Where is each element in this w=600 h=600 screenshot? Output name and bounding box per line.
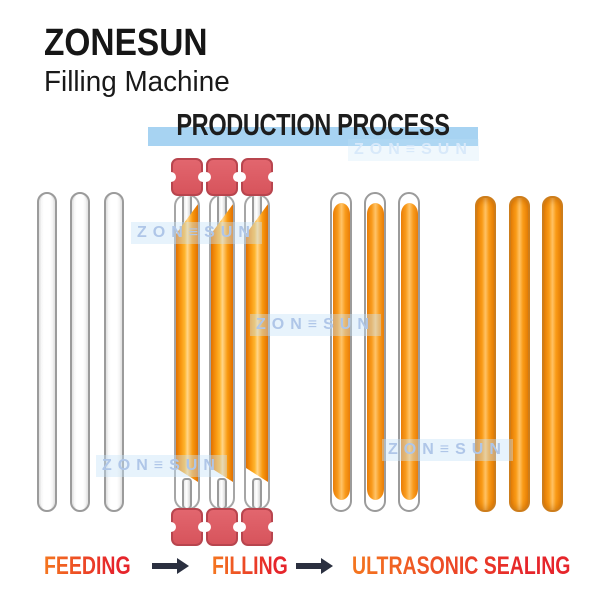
filled-tube <box>398 192 420 512</box>
tube-holder-bottom <box>166 508 208 546</box>
tube-holder-top <box>201 158 243 196</box>
filling-tube-assembly <box>236 158 278 546</box>
arrow-right-icon <box>296 558 333 574</box>
process-title: PRODUCTION PROCESS <box>176 107 450 142</box>
brand-tagline: Filling Machine <box>44 66 230 98</box>
filling-nozzle-bottom <box>182 478 192 508</box>
filling-label: FILLING <box>212 552 288 580</box>
filling-tube-assembly <box>166 158 208 546</box>
empty-tube <box>104 192 124 512</box>
zonesun-watermark: ZON≡SUN <box>96 455 227 477</box>
filled-tube <box>330 192 352 512</box>
liquid-fill <box>332 203 350 500</box>
sealed-tube <box>509 196 530 512</box>
tube-holder-bottom <box>236 508 278 546</box>
liquid-fill <box>400 203 418 500</box>
zonesun-watermark: ZON≡SUN <box>250 314 381 336</box>
filling-tube <box>174 194 200 510</box>
liquid-fill <box>246 204 268 484</box>
brand-block: ZONESUN Filling Machine <box>44 22 237 99</box>
process-steps-footer: FEEDING FILLING ULTRASONIC SEALING <box>0 552 600 588</box>
process-header: PRODUCTION PROCESS <box>148 102 478 146</box>
zonesun-watermark: ZON≡SUN <box>348 139 479 161</box>
zonesun-watermark: ZON≡SUN <box>382 439 513 461</box>
sealed-tube <box>542 196 563 512</box>
filling-nozzle-bottom <box>217 478 227 508</box>
zonesun-watermark: ZON≡SUN <box>131 222 262 244</box>
brand-name: ZONESUN <box>44 22 208 64</box>
tube-holder-top <box>166 158 208 196</box>
ultrasonic-sealing-label: ULTRASONIC SEALING <box>352 552 571 580</box>
liquid-fill <box>366 203 384 500</box>
filling-nozzle-bottom <box>252 478 262 508</box>
feeding-label: FEEDING <box>44 552 131 580</box>
accent-bar <box>148 127 478 146</box>
tube-holder-top <box>236 158 278 196</box>
filling-tube <box>244 194 270 510</box>
tube-holder-bottom <box>201 508 243 546</box>
filled-tube <box>364 192 386 512</box>
arrow-right-icon <box>152 558 189 574</box>
sealed-tube <box>475 196 496 512</box>
empty-tube <box>70 192 90 512</box>
filling-tube-assembly <box>201 158 243 546</box>
filling-tube <box>209 194 235 510</box>
empty-tube <box>37 192 57 512</box>
liquid-fill <box>176 204 198 484</box>
liquid-fill <box>211 204 233 484</box>
